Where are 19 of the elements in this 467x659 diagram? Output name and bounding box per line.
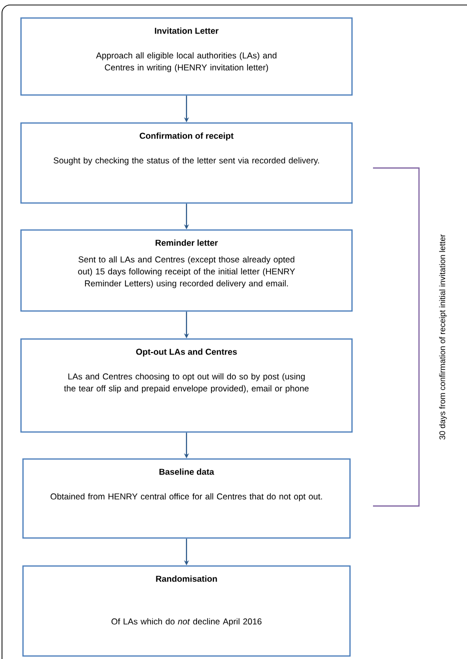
box-heading: Baseline data (159, 468, 214, 475)
box-text: Approach all eligible local authorities (LAs) and Centres in writing (HENRY invitation letter) (96, 52, 276, 72)
box-text: LAs and Centres choosing to opt out will do so by post (using the tear off slip and prepaid envelope provided), email or phone (64, 373, 309, 394)
box-heading: Randomisation (156, 576, 217, 582)
process-box (20, 338, 353, 433)
box-heading: Confirmation of receipt (140, 132, 234, 141)
process-box (20, 17, 353, 96)
process-box (20, 122, 353, 204)
box-text: Sent to all LAs and Centres (except those already opted out) 15 days following receipt of the initial letter (HENRY Reminder Letters) using recorded delivery and email. (78, 256, 295, 288)
box-text: Of LAs which do not decline April 2016 (112, 618, 262, 626)
box-text: Sought by checking the status of the letter sent via recorded delivery. (54, 157, 319, 166)
process-box (22, 565, 351, 657)
bracket-label: 30 days from confirmation of receipt initial invitation letter (439, 234, 447, 440)
process-box (22, 458, 351, 539)
box-text: Obtained from HENRY central office for all Centres that do not opt out. (50, 493, 322, 502)
process-box (20, 229, 353, 312)
box-heading: Opt-out LAs and Centres (136, 348, 237, 357)
box-heading: Invitation Letter (154, 28, 218, 34)
box-heading: Reminder letter (156, 240, 218, 246)
